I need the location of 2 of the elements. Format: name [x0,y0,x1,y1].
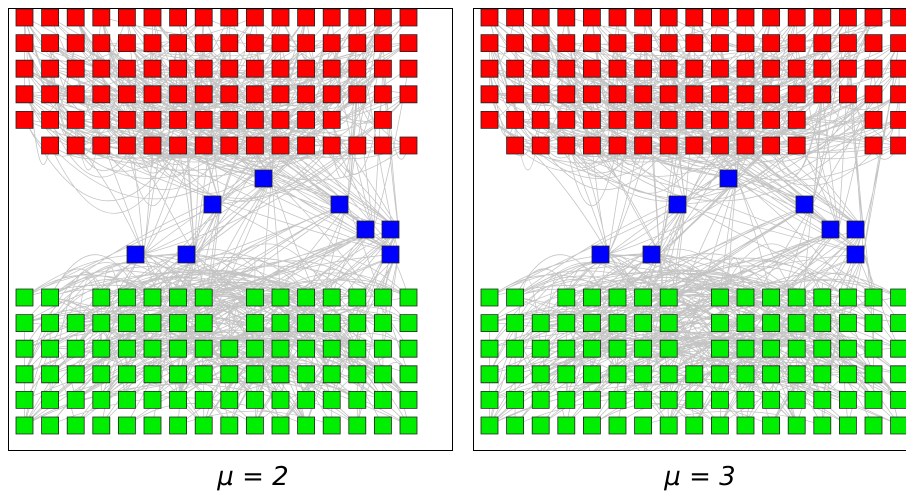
panel-caption: μ = 3 [664,462,736,492]
panel-caption: μ = 2 [217,462,289,492]
